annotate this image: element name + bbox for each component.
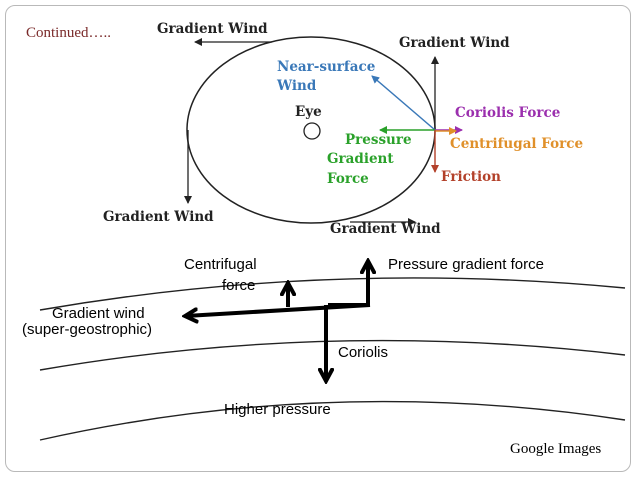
centrifugal-label-line2: force: [222, 277, 256, 294]
eye-label: Eye: [295, 104, 322, 120]
gradient-wind-right-label: Gradient Wind: [399, 35, 510, 51]
near-surface-wind-arrow: [371, 75, 436, 131]
gradient-wind-label-line2: (super-geostrophic): [22, 321, 153, 338]
bottom-panel-bg: [6, 250, 630, 462]
higher-pressure-label: Higher pressure: [224, 401, 331, 418]
isobar-3: [39, 400, 626, 441]
eye-circle: [303, 122, 321, 140]
image-credit: Google Images: [510, 441, 602, 457]
gradient-wind-top-label: Gradient Wind: [157, 21, 268, 37]
pressure-gradient-label-line3: Force: [327, 171, 369, 187]
friction-label: Friction: [441, 169, 501, 185]
centrifugal-force-label: Centrifugal Force: [450, 136, 584, 152]
isobar-1: [39, 277, 626, 311]
coriolis-force-label: Coriolis Force: [455, 105, 561, 121]
gradient-wind-left-label: Gradient Wind: [103, 209, 214, 225]
pressure-gradient-force-label: Pressure gradient force: [388, 256, 544, 273]
near-surface-label-line1: Near-surface: [277, 59, 376, 75]
centrifugal-label-line1: Centrifugal: [184, 256, 257, 273]
pressure-gradient-thick-arrow: [328, 262, 368, 307]
slide-frame: [5, 5, 631, 472]
continued-label: Continued…..: [26, 25, 111, 41]
gradient-wind-label-line1: Gradient wind: [52, 305, 145, 322]
coriolis-label: Coriolis: [338, 344, 389, 361]
isobar-2: [39, 339, 626, 371]
pressure-gradient-label-line1: Pressure: [345, 132, 412, 148]
gradient-wind-bottom-label: Gradient Wind: [330, 221, 441, 237]
near-surface-label-line2: Wind: [277, 78, 317, 94]
pressure-gradient-label-line2: Gradient: [327, 151, 394, 167]
